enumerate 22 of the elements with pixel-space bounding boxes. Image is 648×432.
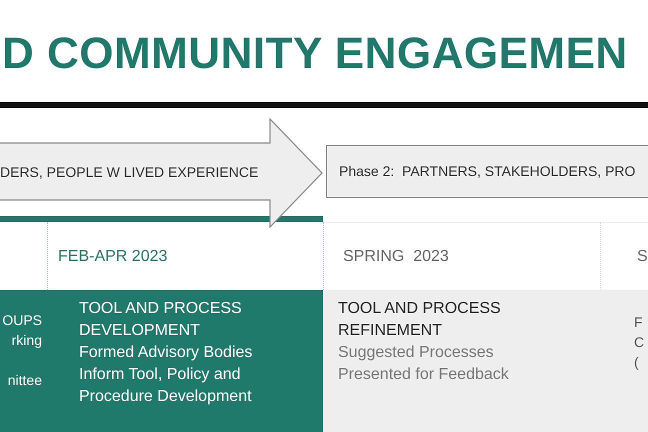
cell-heading: TOOL AND PROCESS REFINEMENT — [338, 299, 502, 341]
phase-arrow — [0, 118, 323, 228]
cell-heading: TOOL AND PROCESS DEVELOPMENT — [79, 299, 243, 341]
phase-box — [326, 145, 648, 198]
phase-text: DERS, PEOPLE W LIVED EXPERIENCE — [0, 163, 258, 182]
title: D COMMUNITY ENGAGEMEN — [2, 28, 628, 80]
cell-text: ( — [634, 353, 640, 372]
cell-text: nittee — [8, 371, 42, 390]
timeline-cell — [323, 290, 600, 432]
cell-text: C — [634, 333, 646, 352]
timeline-cell — [600, 290, 648, 432]
timeline-cell — [47, 290, 323, 432]
date-label: SPRING 2023 — [343, 247, 449, 267]
date-label: S — [637, 247, 648, 267]
date-label: FEB-APR 2023 — [58, 247, 168, 267]
phase-text: Phase 2: PARTNERS, STAKEHOLDERS, PRO — [339, 162, 636, 181]
cell-text: Formed Advisory Bodies Inform Tool, Policy and Procedure Development — [79, 343, 254, 407]
cell-text: OUPS — [2, 311, 42, 330]
cell-text: F — [634, 313, 644, 332]
cell-text: rking — [12, 331, 42, 350]
timeline-cell — [0, 290, 47, 432]
cell-text: Suggested Processes Presented for Feedback — [338, 343, 510, 385]
